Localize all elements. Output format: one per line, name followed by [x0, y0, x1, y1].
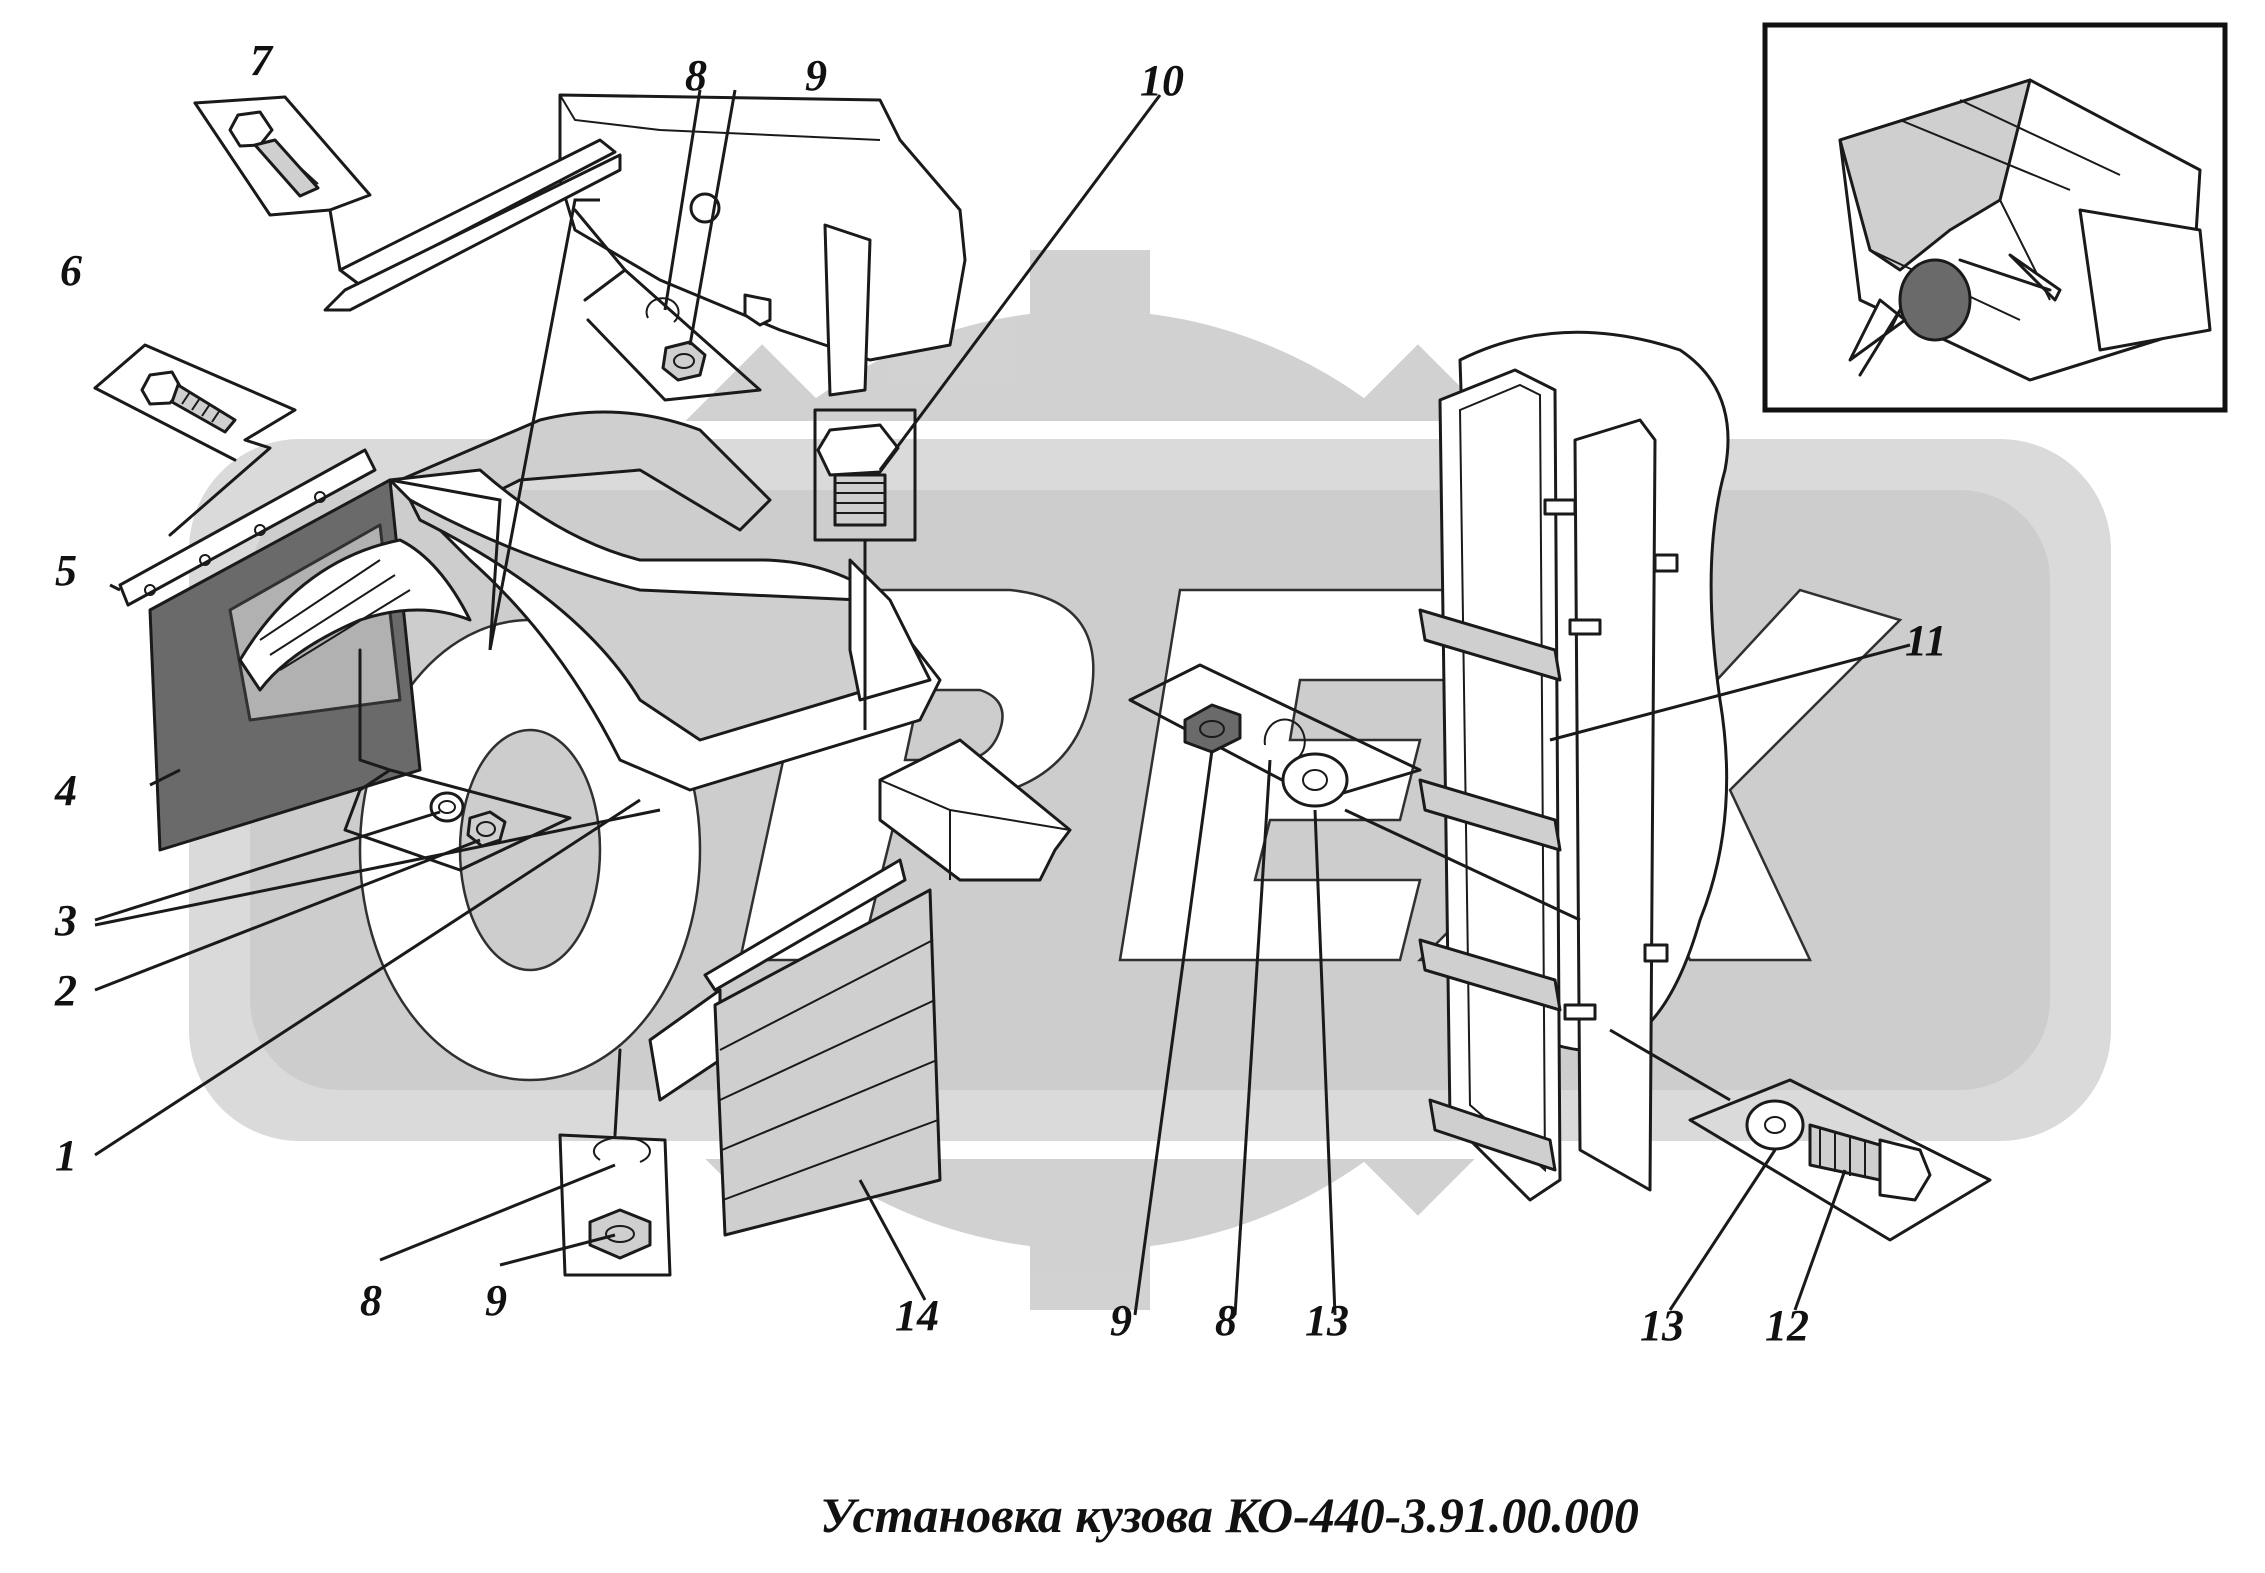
fastener-panel-13-12 — [1609, 1028, 1992, 1242]
callout-8-top: 8 — [685, 51, 707, 100]
diagram-caption: Установка кузова КО-440-3.91.00.000 — [820, 1487, 1639, 1543]
fastener-panel-3-2 — [343, 648, 572, 872]
mudflap-14 — [648, 858, 942, 1237]
callout-9-top: 9 — [805, 51, 827, 100]
bolt-7-panel — [193, 95, 372, 272]
callout-labels: 7 6 5 4 3 2 1 8 9 10 11 8 9 14 9 8 13 13… — [54, 36, 1947, 1350]
bolt-10-panel — [813, 408, 917, 730]
callout-8-mid: 8 — [1215, 1296, 1237, 1345]
callout-7: 7 — [250, 36, 274, 85]
leader-lines — [94, 89, 1911, 1316]
callout-13-right: 13 — [1640, 1301, 1684, 1350]
mudflap-strip-5 — [118, 448, 377, 607]
callout-9-mid: 9 — [1110, 1296, 1132, 1345]
callout-10: 10 — [1140, 56, 1184, 105]
callout-8-lower: 8 — [360, 1276, 382, 1325]
bolt-6-panel — [93, 343, 297, 537]
callout-6: 6 — [60, 246, 82, 295]
fastener-panel-9-8-13 — [1128, 663, 1581, 922]
inset-view — [1762, 22, 2228, 413]
fender-1 — [238, 410, 942, 792]
callout-2: 2 — [54, 966, 77, 1015]
callout-12: 12 — [1765, 1301, 1809, 1350]
callout-5: 5 — [55, 546, 77, 595]
callout-3: 3 — [54, 896, 77, 945]
frame-rail-top — [558, 93, 967, 397]
callout-13-mid: 13 — [1305, 1296, 1349, 1345]
callout-9-lower: 9 — [485, 1276, 507, 1325]
mounting-bracket-rail — [323, 138, 622, 312]
ladder-11 — [1418, 330, 1730, 1202]
fastener-panel-8-9-lower — [558, 1048, 672, 1277]
callout-11: 11 — [1905, 616, 1947, 665]
callout-4: 4 — [54, 766, 77, 815]
callout-1: 1 — [55, 1131, 77, 1180]
frame-rail-lower — [878, 738, 1072, 882]
callout-14: 14 — [895, 1291, 939, 1340]
